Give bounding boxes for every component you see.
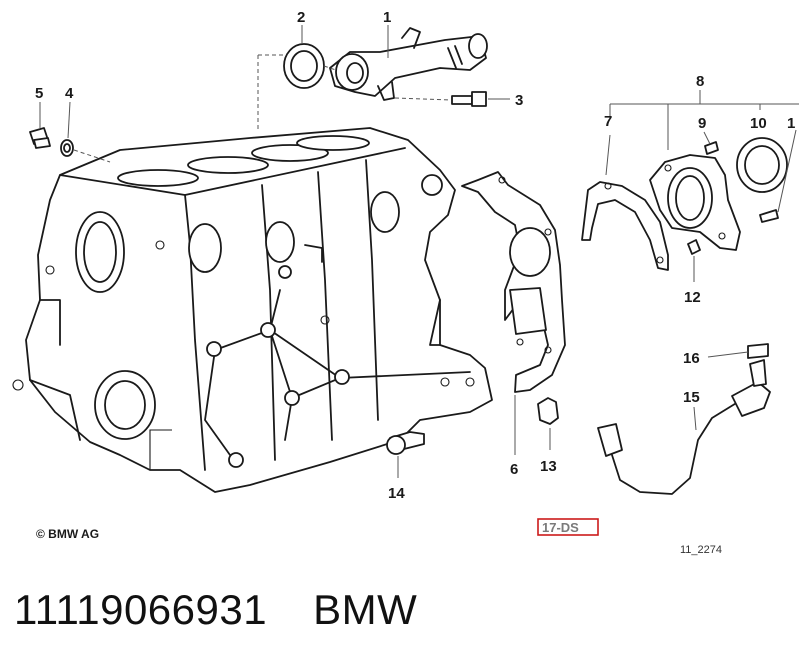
callout-15: 15 [683,389,700,406]
callout-1: 1 [383,9,391,26]
ref-code: 17-DS [542,520,579,535]
core-plug [537,397,559,450]
knock-sensor [597,343,771,495]
callout-6: 6 [510,461,518,478]
callout-10: 10 [750,115,767,132]
callout-13: 13 [540,458,557,475]
engine-block [12,127,493,493]
rear-oil-seal [736,137,788,193]
callout-4: 4 [65,85,74,102]
ref-code-box [537,518,599,536]
callout-16: 16 [683,350,700,367]
brand-name: BMW [313,586,418,633]
dowel-sleeve [687,239,701,282]
callout-3: 3 [515,92,523,109]
part-number: 11119066931 [14,586,268,633]
copyright-text: © BMW AG [36,527,99,541]
callout-2: 2 [297,9,305,26]
coolant-pipe [329,27,488,101]
callout-8: 8 [696,73,704,90]
callout-12: 12 [684,289,701,306]
carrier-bolt-small [703,131,719,155]
end-cover-gasket [461,171,566,393]
callout-5: 5 [35,85,43,102]
drain-plug [29,127,74,157]
pipe-bolt [451,91,487,107]
callout-14: 14 [388,485,405,502]
carrier-bolt [759,129,797,223]
drawing-id: 11_2274 [680,544,722,556]
seal-carrier [649,154,741,251]
callout-11: 1 [787,115,795,132]
part-caption: 11119066931 BMW [14,586,417,634]
oil-nozzle-bolt [386,431,425,478]
o-ring [283,43,325,89]
callout-9: 9 [698,115,706,132]
callout-7: 7 [604,113,612,130]
seal-gasket [581,181,669,271]
parts-diagram: 1 2 3 4 5 6 7 8 9 10 1 12 13 14 15 16 © … [12,9,799,556]
